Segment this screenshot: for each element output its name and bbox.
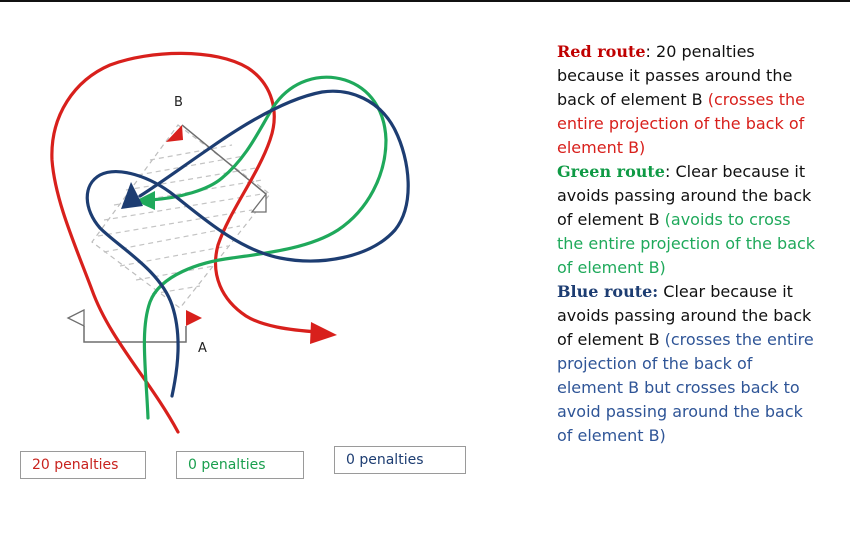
blue-route-arrowhead (121, 182, 143, 209)
blue-route-note: (crosses the entire projection of the ba… (557, 330, 814, 445)
red-route-penalty-box: 20 penalties (20, 451, 146, 479)
red-route-title: Red route (557, 42, 646, 61)
element-a-red-flag (186, 310, 202, 326)
element-b-projection-zone (91, 124, 271, 309)
blue-route-text: Clear because it avoids passing around t… (557, 282, 812, 349)
element-b-label: B (174, 95, 183, 110)
green-route-explanation: Green route: Clear because it avoids pas… (557, 160, 819, 280)
blue-route-line (85, 89, 410, 398)
element-b-bar (181, 124, 267, 195)
red-route-line (50, 51, 320, 434)
route-diagram: B A (50, 51, 410, 434)
element-b-red-flag (166, 125, 183, 142)
blue-route-title: Blue route: (557, 282, 659, 301)
green-route-penalty-box: 0 penalties (176, 451, 304, 479)
red-route-colon: : (645, 42, 651, 61)
green-route-note: (avoids to cross the entire projection o… (557, 210, 816, 277)
blue-route-penalty-box: 0 penalties (334, 446, 466, 474)
red-route-note: (crosses the entire projection of the ba… (557, 90, 805, 157)
green-route-title: Green route (557, 162, 665, 181)
green-route-text: Clear because it avoids passing around t… (557, 162, 812, 229)
green-route-colon: : (664, 162, 671, 181)
element-a-bar (83, 326, 187, 343)
red-route-explanation: Red route: 20 penalties because it passe… (557, 40, 819, 160)
explanation-panel: Red route: 20 penalties because it passe… (557, 40, 819, 448)
element-a-label: A (198, 341, 207, 356)
element-b-white-flag (250, 192, 267, 213)
red-route-arrowhead (310, 322, 337, 344)
blue-route-explanation: Blue route: Clear because it avoids pass… (557, 280, 819, 448)
element-a-white-flag (66, 308, 85, 328)
red-route-text: 20 penalties because it passes around th… (557, 42, 793, 109)
top-border-line (0, 0, 850, 2)
green-route-arrowhead (135, 191, 155, 210)
